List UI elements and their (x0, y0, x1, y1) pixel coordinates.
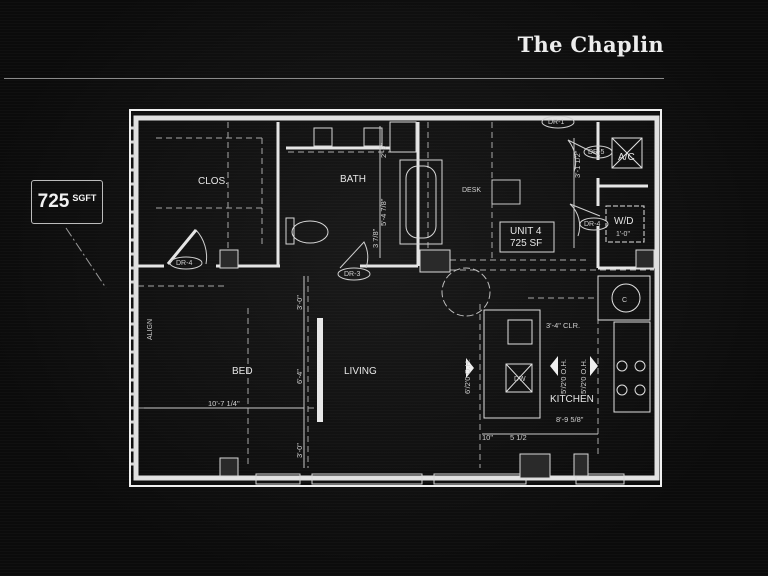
dim-island-oh-1: 6'/2'0 O.H. (463, 359, 472, 394)
align-note: ALIGN (147, 319, 154, 340)
dim-kitchen-five: 5 1/2 (510, 433, 527, 442)
door-tag-dr5: DR-5 (588, 149, 604, 156)
dim-bed-width: 10'-7 1/4" (208, 399, 240, 408)
badge-leader-line (65, 227, 107, 289)
living-partition (317, 318, 323, 422)
dim-living-top: 3'-0" (295, 295, 304, 310)
washer-dryer-closet (605, 205, 645, 243)
room-label-closet: CLOS. (198, 176, 228, 187)
dimension-lines (144, 126, 598, 468)
square-footage-value: 725 (37, 191, 70, 212)
dim-island-oh-2: 5'/2'0 O.H. (559, 359, 568, 394)
room-label-wd: W/D (614, 216, 633, 227)
dim-bath-width: 5'-4 7/8" (379, 198, 388, 226)
kitchen-arrow-left-icon (550, 356, 558, 376)
door-tag-dr1: DR-1 (548, 119, 564, 126)
floor-plan: CLOS. BATH BED LIVING KITCHEN DESK A/C W… (129, 109, 662, 487)
dim-kitchen-ten: 10" (482, 433, 493, 442)
room-label-living: LIVING (344, 366, 377, 377)
wd-door-swing (569, 203, 601, 237)
bottom-windows (255, 473, 625, 485)
closet-door (166, 229, 198, 265)
unit-label-box (499, 221, 555, 253)
page-title: The Chaplin (517, 32, 664, 57)
kitchen-counter (597, 275, 651, 413)
unit-area: 725 SF (510, 238, 542, 249)
wd-dimension: 1'-0" (616, 231, 630, 238)
room-label-kitchen: KITCHEN (550, 394, 594, 405)
range-label: C (622, 297, 627, 304)
dim-island-oh-3: 5'/2'0 O.H. (579, 359, 588, 394)
square-footage-badge: 725 SGFT (31, 180, 103, 224)
dim-living-bottom: 3'-0" (295, 443, 304, 458)
door-tags (169, 115, 613, 281)
room-label-bed: BED (232, 366, 253, 377)
ac-door-swing (567, 139, 601, 173)
door-tag-dr4-laundry: DR-4 (584, 221, 600, 228)
kitchen-arrow-right-icon (590, 356, 598, 376)
outer-wall-line (129, 109, 662, 487)
door-tag-dr3: DR-3 (344, 271, 360, 278)
unit-name: UNIT 4 (510, 226, 542, 237)
structural-columns (219, 249, 655, 479)
dim-closet-right: 3'-1 1/2" (573, 150, 582, 178)
island-arrow-icon (466, 358, 474, 378)
dim-bath-top: 2'-9" (379, 143, 388, 158)
bath-door-swing (339, 241, 369, 269)
square-footage-unit: SGFT (72, 193, 97, 203)
left-window-hatch (131, 126, 135, 466)
room-label-desk: DESK (462, 187, 481, 194)
dim-kitchen-width: 8'-9 5/8" (556, 415, 584, 424)
dim-bath-side: 3 7/8" (371, 228, 380, 248)
dim-counter-clearance: 3'-4" CLR. (546, 321, 580, 330)
kitchen-island (483, 309, 541, 419)
room-label-bath: BATH (340, 174, 366, 185)
bath-fixtures (285, 121, 443, 245)
round-column (441, 267, 491, 317)
desk-chair-icon (491, 179, 521, 205)
title-divider (4, 78, 664, 79)
room-label-ac: A/C (618, 152, 635, 163)
dishwasher-label: DW (514, 376, 526, 383)
dim-living-mid: 6'-4" (295, 369, 304, 384)
door-tag-dr4-closet: DR-4 (176, 260, 192, 267)
interior-walls (138, 122, 654, 270)
